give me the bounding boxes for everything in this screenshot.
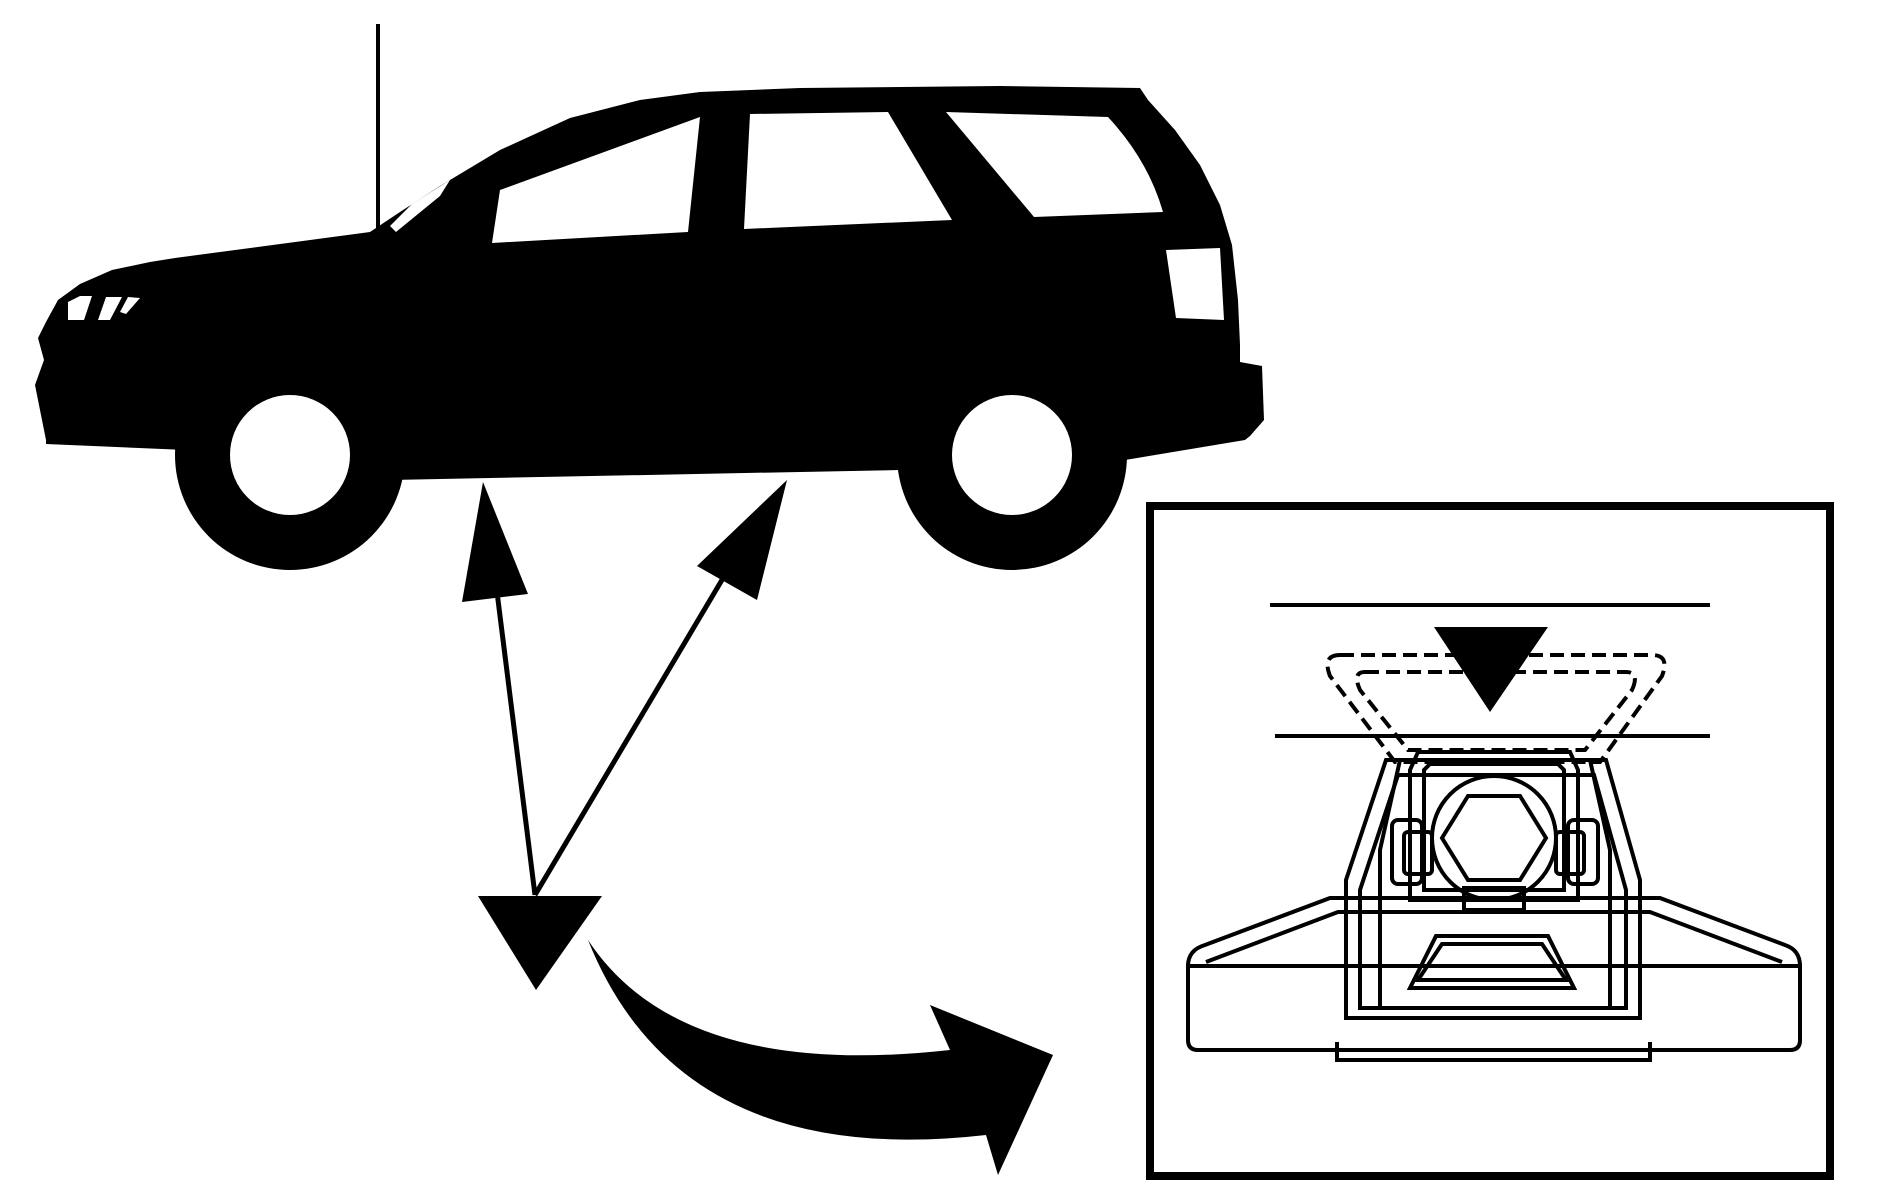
arrow-up-icon	[462, 482, 528, 602]
jack-point-pointers	[462, 480, 787, 990]
headlight-inner	[98, 297, 122, 320]
rear-side-window	[744, 112, 952, 229]
jack-inset	[1146, 502, 1834, 1180]
rear-wheel-hub	[952, 395, 1072, 515]
pointer-rear-line	[532, 556, 738, 897]
jack-base-plate	[1186, 964, 1802, 1052]
jack-cutout	[1406, 934, 1578, 990]
jack-drive-circle	[1430, 774, 1558, 902]
jack-neck	[1462, 886, 1526, 912]
windshield-glint	[390, 180, 450, 232]
car-silhouette-icon	[35, 24, 1264, 570]
jack-lower-housing	[1344, 758, 1642, 1020]
jack-head-box	[1408, 750, 1580, 902]
jack-head-box-inner	[1422, 762, 1566, 892]
jack-center-frame	[1378, 758, 1612, 1010]
headlight-outer	[68, 296, 92, 320]
curved-arrow-icon	[588, 940, 1053, 1175]
front-wheel-hub	[230, 395, 350, 515]
front-side-window	[492, 117, 700, 243]
hex-nut-icon	[1439, 794, 1549, 882]
quarter-window	[946, 112, 1163, 217]
scissor-jack-icon	[1186, 750, 1802, 1062]
jack-right-mount	[1566, 818, 1600, 886]
jack-cutout-inner	[1414, 942, 1570, 982]
headlight-side	[120, 297, 140, 314]
inset-frame	[1146, 502, 1834, 1180]
jack-head-dashed-inner	[1354, 670, 1637, 752]
triangle-down-icon	[478, 896, 602, 990]
arrow-up-right-icon	[697, 480, 787, 600]
jack-foot	[1335, 1042, 1652, 1062]
triangle-down-icon	[1434, 627, 1548, 712]
tail-light	[1166, 248, 1224, 320]
pointer-front-line	[490, 559, 538, 896]
